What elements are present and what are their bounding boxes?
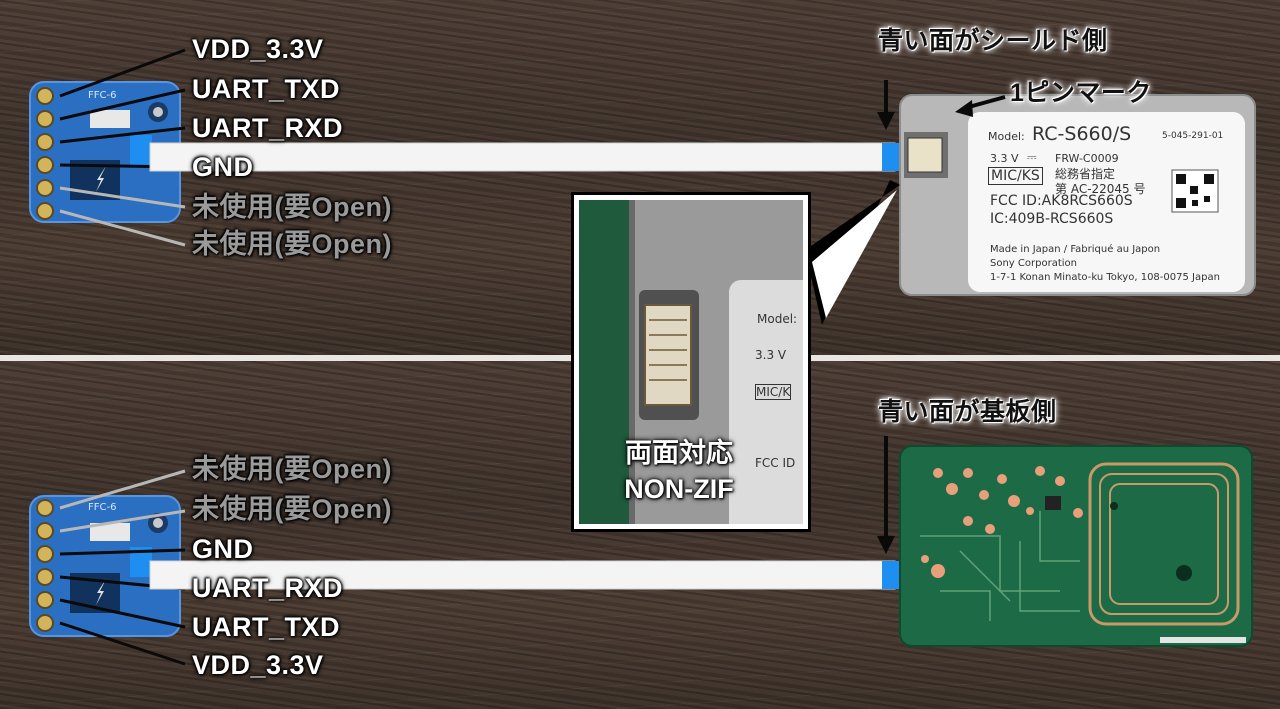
- inset-illustration: [579, 200, 803, 524]
- module-mic-ks: MIC/KS: [988, 167, 1043, 185]
- module-company: Sony Corporation: [990, 258, 1077, 269]
- module-code: 5-045-291-01: [1162, 131, 1224, 141]
- board-silkscreen-bottom: FFC-6: [88, 502, 117, 513]
- arrow-left-icon: [955, 100, 973, 117]
- module-model: RC-S660/S: [1032, 123, 1132, 145]
- pin-label-unused2-bottom: 未使用(要Open): [192, 494, 392, 524]
- module-address: 1-7-1 Konan Minato-ku Tokyo, 108-0075 Ja…: [990, 272, 1220, 283]
- module-fcc-id: FCC ID:AK8RCS660S: [990, 193, 1133, 209]
- module-ic-id: IC:409B-RCS660S: [990, 211, 1114, 227]
- pin-label-vdd-bottom: VDD_3.3V: [192, 650, 324, 680]
- inset-caption-line2: NON-ZIF: [624, 474, 734, 504]
- lightning-icon-bottom: [96, 579, 106, 605]
- pin-leader-lines-top-unused: [59, 186, 186, 247]
- module-voltage: 3.3 V: [990, 152, 1019, 165]
- inset-caption-line1: 両面対応: [625, 438, 733, 468]
- nfc-module-shield: [899, 94, 1256, 296]
- module-ministry: 総務省指定: [1055, 167, 1116, 181]
- inset-fragment-voltage: 3.3 V: [755, 348, 787, 362]
- module-frw: FRW-C0009: [1055, 152, 1119, 165]
- pin-label-gnd-bottom: GND: [192, 534, 254, 564]
- pin-label-rxd-bottom: UART_RXD: [192, 573, 344, 603]
- arrow-down-icon-bottom: [877, 536, 895, 554]
- top-panel-illustration: [29, 48, 1256, 325]
- module-voltage-symbol: ⎓: [1027, 150, 1037, 164]
- header-pins-top: [36, 87, 54, 220]
- ffc-cable-top: [149, 142, 907, 172]
- arrow-down-icon: [877, 112, 895, 130]
- nfc-module-pcb: [899, 445, 1253, 647]
- pin-label-unused1-bottom: 未使用(要Open): [192, 454, 392, 484]
- inset-leader-wedge-inner: [812, 190, 897, 318]
- inset-fragment-fcc: FCC ID: [755, 456, 796, 470]
- blue-side-board-label: 青い面が基板側: [878, 398, 1057, 426]
- board-silkscreen-top: FFC-6: [88, 90, 117, 101]
- inset-fragment-mic: MIC/K: [755, 384, 792, 400]
- module-made-in: Made in Japan / Fabriqué au Japon: [990, 244, 1161, 255]
- pin-label-vdd-top: VDD_3.3V: [192, 34, 324, 64]
- module-model-prefix: Model:: [988, 130, 1025, 143]
- header-pins-bottom: [36, 499, 54, 632]
- blue-side-shield-label: 青い面がシールド側: [878, 27, 1108, 55]
- pin-label-txd-top: UART_TXD: [192, 74, 341, 104]
- bottom-panel-illustration: [29, 436, 1253, 666]
- pin-leader-lines-bottom: [59, 548, 186, 666]
- module-ac-number: 第 AC-22045 号: [1055, 182, 1146, 196]
- inset-fragment-model: Model:: [757, 312, 798, 326]
- pin-label-rxd-top: UART_RXD: [192, 113, 344, 143]
- bottom-panel: 未使用(要Open) 未使用(要Open) GND UART_RXD UART_…: [0, 361, 1280, 709]
- pin-leader-lines-bottom-unused: [59, 469, 186, 533]
- lightning-icon: [96, 166, 106, 192]
- pin1-mark-label: 1ピンマーク: [1010, 79, 1152, 107]
- pin-label-unused2-top: 未使用(要Open): [192, 229, 392, 259]
- pin-label-unused1-top: 未使用(要Open): [192, 192, 392, 222]
- pin-label-gnd-top: GND: [192, 152, 254, 182]
- pin-label-txd-bottom: UART_TXD: [192, 612, 341, 642]
- connector-inset: Model: 3.3 V MIC/K FCC ID 両面対応 NON-ZIF: [571, 192, 811, 532]
